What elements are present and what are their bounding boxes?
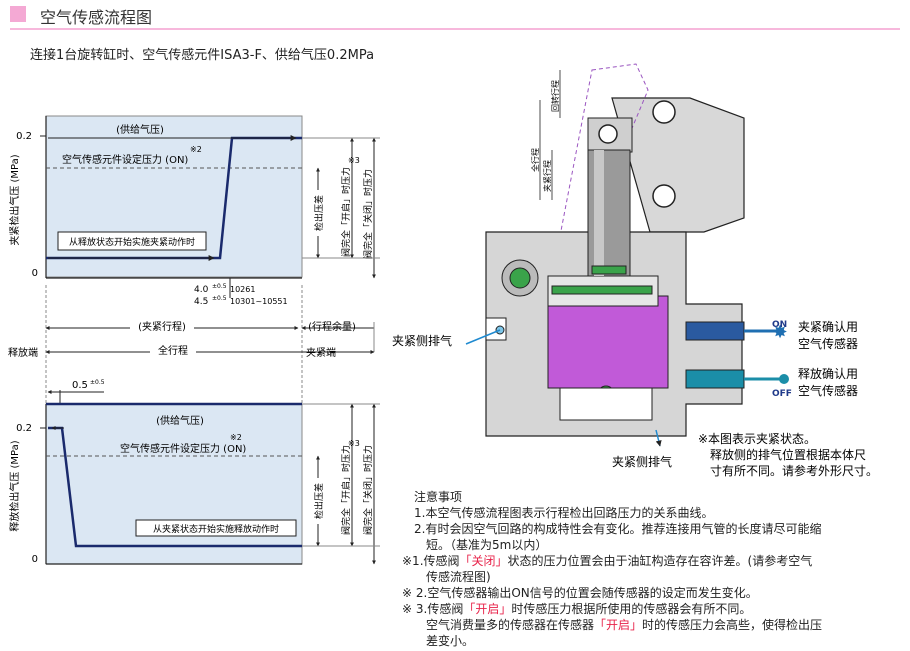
tol1-value: 4.0 — [194, 285, 209, 295]
graph1-note2: ※2 — [190, 145, 202, 154]
graph2-note3: ※3 — [348, 439, 360, 448]
graph1-ytick-top: 0.2 — [16, 131, 32, 142]
release-sensor-dot — [779, 374, 789, 384]
piston-chamber — [547, 295, 669, 389]
graph1-supply-label: (供给气压) — [116, 123, 164, 136]
note-4: ※ 2.空气传感器输出ON信号的位置会随传感器的设定而发生变化。 — [402, 586, 758, 600]
on-label: ON — [772, 320, 787, 330]
clamp-sensor-label-1: 夹紧确认用 — [798, 320, 858, 334]
graph2-ytick-top: 0.2 — [16, 423, 32, 434]
release-sensor-label-1: 释放确认用 — [798, 366, 858, 381]
cyl-clamp-stroke-label: 夹紧行程 — [542, 160, 552, 192]
header-divider — [10, 28, 900, 30]
tol1-model: 10261 — [230, 285, 255, 294]
note-3: ※1.传感阀「关闭」状态的压力位置会由于油缸构造存在容许差。(请参考空气 — [402, 554, 813, 568]
state-note-1: ※本图表示夹紧状态。 — [698, 432, 816, 446]
note-6b: 差变小。 — [426, 634, 475, 648]
page-subtitle: 连接1台旋转缸时、空气传感元件ISA3-F、供给气压0.2MPa — [30, 48, 375, 63]
note-3b: 传感流程图) — [426, 570, 491, 584]
clamp-pressure-graph: 从释放状态开始实施夹紧动作时 (供给气压) 空气传感元件设定压力 (ON) ※2… — [8, 115, 380, 307]
graph1-valve-full: 阀完全「开启」时压力 — [340, 167, 352, 257]
release-sensor-label-2: 空气传感器 — [798, 383, 858, 398]
clamp-sensor-star: ✸ — [772, 322, 787, 343]
full-stroke-label: 全行程 — [158, 344, 188, 357]
exhaust-bottom-label: 夹紧侧排气 — [612, 454, 672, 469]
offset-sup: ±0.5 — [90, 379, 105, 386]
notes-heading: 注意事项 — [414, 490, 463, 504]
off-label: OFF — [772, 389, 792, 399]
note-2a: 2.有时会因空气回路的构成特性会有变化。推荐连接用气管的长度请尽可能缩 — [414, 522, 822, 536]
graph1-ylabel: 夹紧检出气压 (MPa) — [8, 154, 21, 245]
clamp-end-label: 夹紧端 — [306, 346, 336, 359]
note-5: ※ 3.传感阀「开启」时传感压力根据所使用的传感器会有所不同。 — [402, 602, 752, 616]
note-2b: 短。（基准为5m以内） — [426, 538, 548, 552]
graph2-ytick-zero: 0 — [32, 554, 38, 565]
exhaust-left-label: 夹紧侧排气 — [392, 333, 452, 348]
cyl-full-stroke-label: 全行程 — [530, 148, 540, 172]
offset-value: 0.5 — [72, 380, 88, 391]
stroke-dimensions: (夹紧行程) (行程余量) 释放端 全行程 夹紧端 0.5 ±0.5 — [8, 285, 375, 410]
state-note-3: 寸有所不同。请参考外形尺寸。 — [710, 463, 878, 478]
note-1: 1.本空气传感流程图表示行程检出回路压力的关系曲线。 — [414, 506, 714, 520]
stroke-margin-label: (行程余量) — [308, 320, 356, 333]
graph1-diff-label: 检出压差 — [313, 195, 325, 231]
tol2-value: 4.5 — [194, 297, 208, 307]
graph2-note2: ※2 — [230, 433, 242, 442]
graph2-valve-closed: 阀完全「关闭」时压力 — [362, 445, 374, 535]
cylinder-cross-section: ✸ ON OFF 夹紧确认用 空气传感器 释放确认用 空气传感器 夹紧侧排气 夹… — [392, 63, 878, 478]
section-marker — [10, 6, 26, 22]
clamp-stroke-label: (夹紧行程) — [138, 320, 186, 333]
page-title: 空气传感流程图 — [40, 8, 153, 27]
graph1-action: 从释放状态开始实施夹紧动作时 — [69, 236, 195, 248]
tol2-model: 10301~10551 — [230, 297, 288, 306]
tol2-sup: ±0.5 — [212, 295, 227, 302]
rotation-stroke-label: 回转行程 — [550, 80, 560, 112]
graph2-action: 从夹紧状态开始实施释放动作时 — [153, 523, 279, 535]
graph2-valve-full: 阀完全「开启」时压力 — [340, 445, 352, 535]
note-6: 空气消费量多的传感器在传感器「开启」时的传感压力会高些，使得检出压 — [426, 618, 823, 632]
clamp-sensor-label-2: 空气传感器 — [798, 336, 858, 351]
graph2-area — [45, 403, 303, 565]
rotated-arm-outline — [559, 63, 649, 239]
release-end-label: 释放端 — [8, 346, 38, 359]
graph1-ytick-zero: 0 — [32, 268, 38, 279]
notes-block: 注意事项 1.本空气传感流程图表示行程检出回路压力的关系曲线。 2.有时会因空气… — [402, 489, 902, 649]
graph1-note3: ※3 — [348, 156, 360, 165]
graph1-valve-closed: 阀完全「关闭」时压力 — [362, 169, 374, 259]
state-note-2: 释放侧的排气位置根据本体尺 — [710, 447, 866, 462]
graph2-ylabel: 释放检出气压 (MPa) — [8, 440, 21, 531]
graph2-setpoint-label: 空气传感元件设定压力 (ON) — [120, 442, 246, 455]
graph2-supply-label: (供给气压) — [156, 414, 204, 427]
tol1-sup: ±0.5 — [212, 283, 227, 290]
release-pressure-graph: 从夹紧状态开始实施释放动作时 (供给气压) 空气传感元件设定压力 (ON) ※2… — [8, 402, 380, 565]
graph2-diff-label: 检出压差 — [313, 483, 325, 519]
section-header: 空气传感流程图 — [0, 0, 910, 30]
graph1-setpoint-label: 空气传感元件设定压力 (ON) — [62, 153, 188, 166]
graph1-area — [45, 115, 303, 278]
